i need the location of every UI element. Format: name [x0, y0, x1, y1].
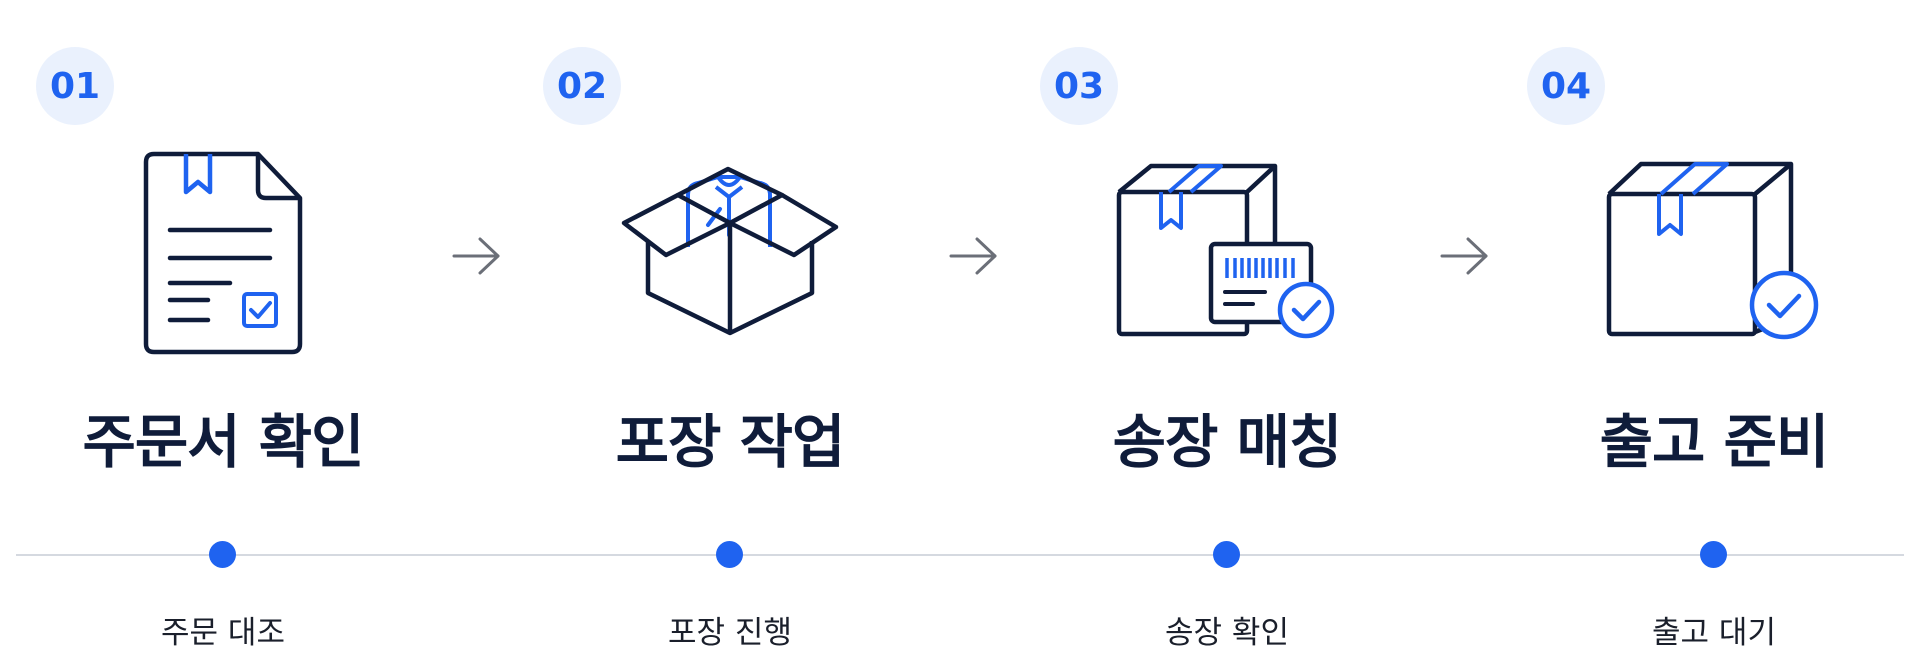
step-3-title: 송장 매칭	[1112, 408, 1343, 476]
arrow-right-icon	[949, 236, 999, 276]
step-1-title: 주문서 확인	[82, 408, 365, 476]
timeline-dot	[1213, 541, 1240, 568]
sealed-box-check-icon	[1605, 160, 1825, 346]
step-4-title: 출고 준비	[1599, 408, 1830, 476]
step-2-caption: 포장 진행	[668, 615, 792, 651]
document-check-icon	[142, 150, 312, 356]
timeline-dot	[1700, 541, 1727, 568]
step-1-caption: 주문 대조	[161, 615, 285, 651]
step-2-title: 포장 작업	[615, 408, 846, 476]
step-4-number-badge: 04	[1527, 47, 1605, 125]
step-3-caption: 송장 확인	[1165, 615, 1289, 651]
timeline-line	[16, 554, 1904, 556]
step-1-number-badge: 01	[36, 47, 114, 125]
box-label-check-icon	[1115, 162, 1335, 342]
step-4-caption: 출고 대기	[1652, 615, 1776, 651]
open-box-shirt-icon	[620, 165, 840, 340]
step-2-number-badge: 02	[543, 47, 621, 125]
step-3-number-badge: 03	[1040, 47, 1118, 125]
timeline-dot	[716, 541, 743, 568]
arrow-right-icon	[1440, 236, 1490, 276]
timeline-dot	[209, 541, 236, 568]
arrow-right-icon	[452, 236, 502, 276]
